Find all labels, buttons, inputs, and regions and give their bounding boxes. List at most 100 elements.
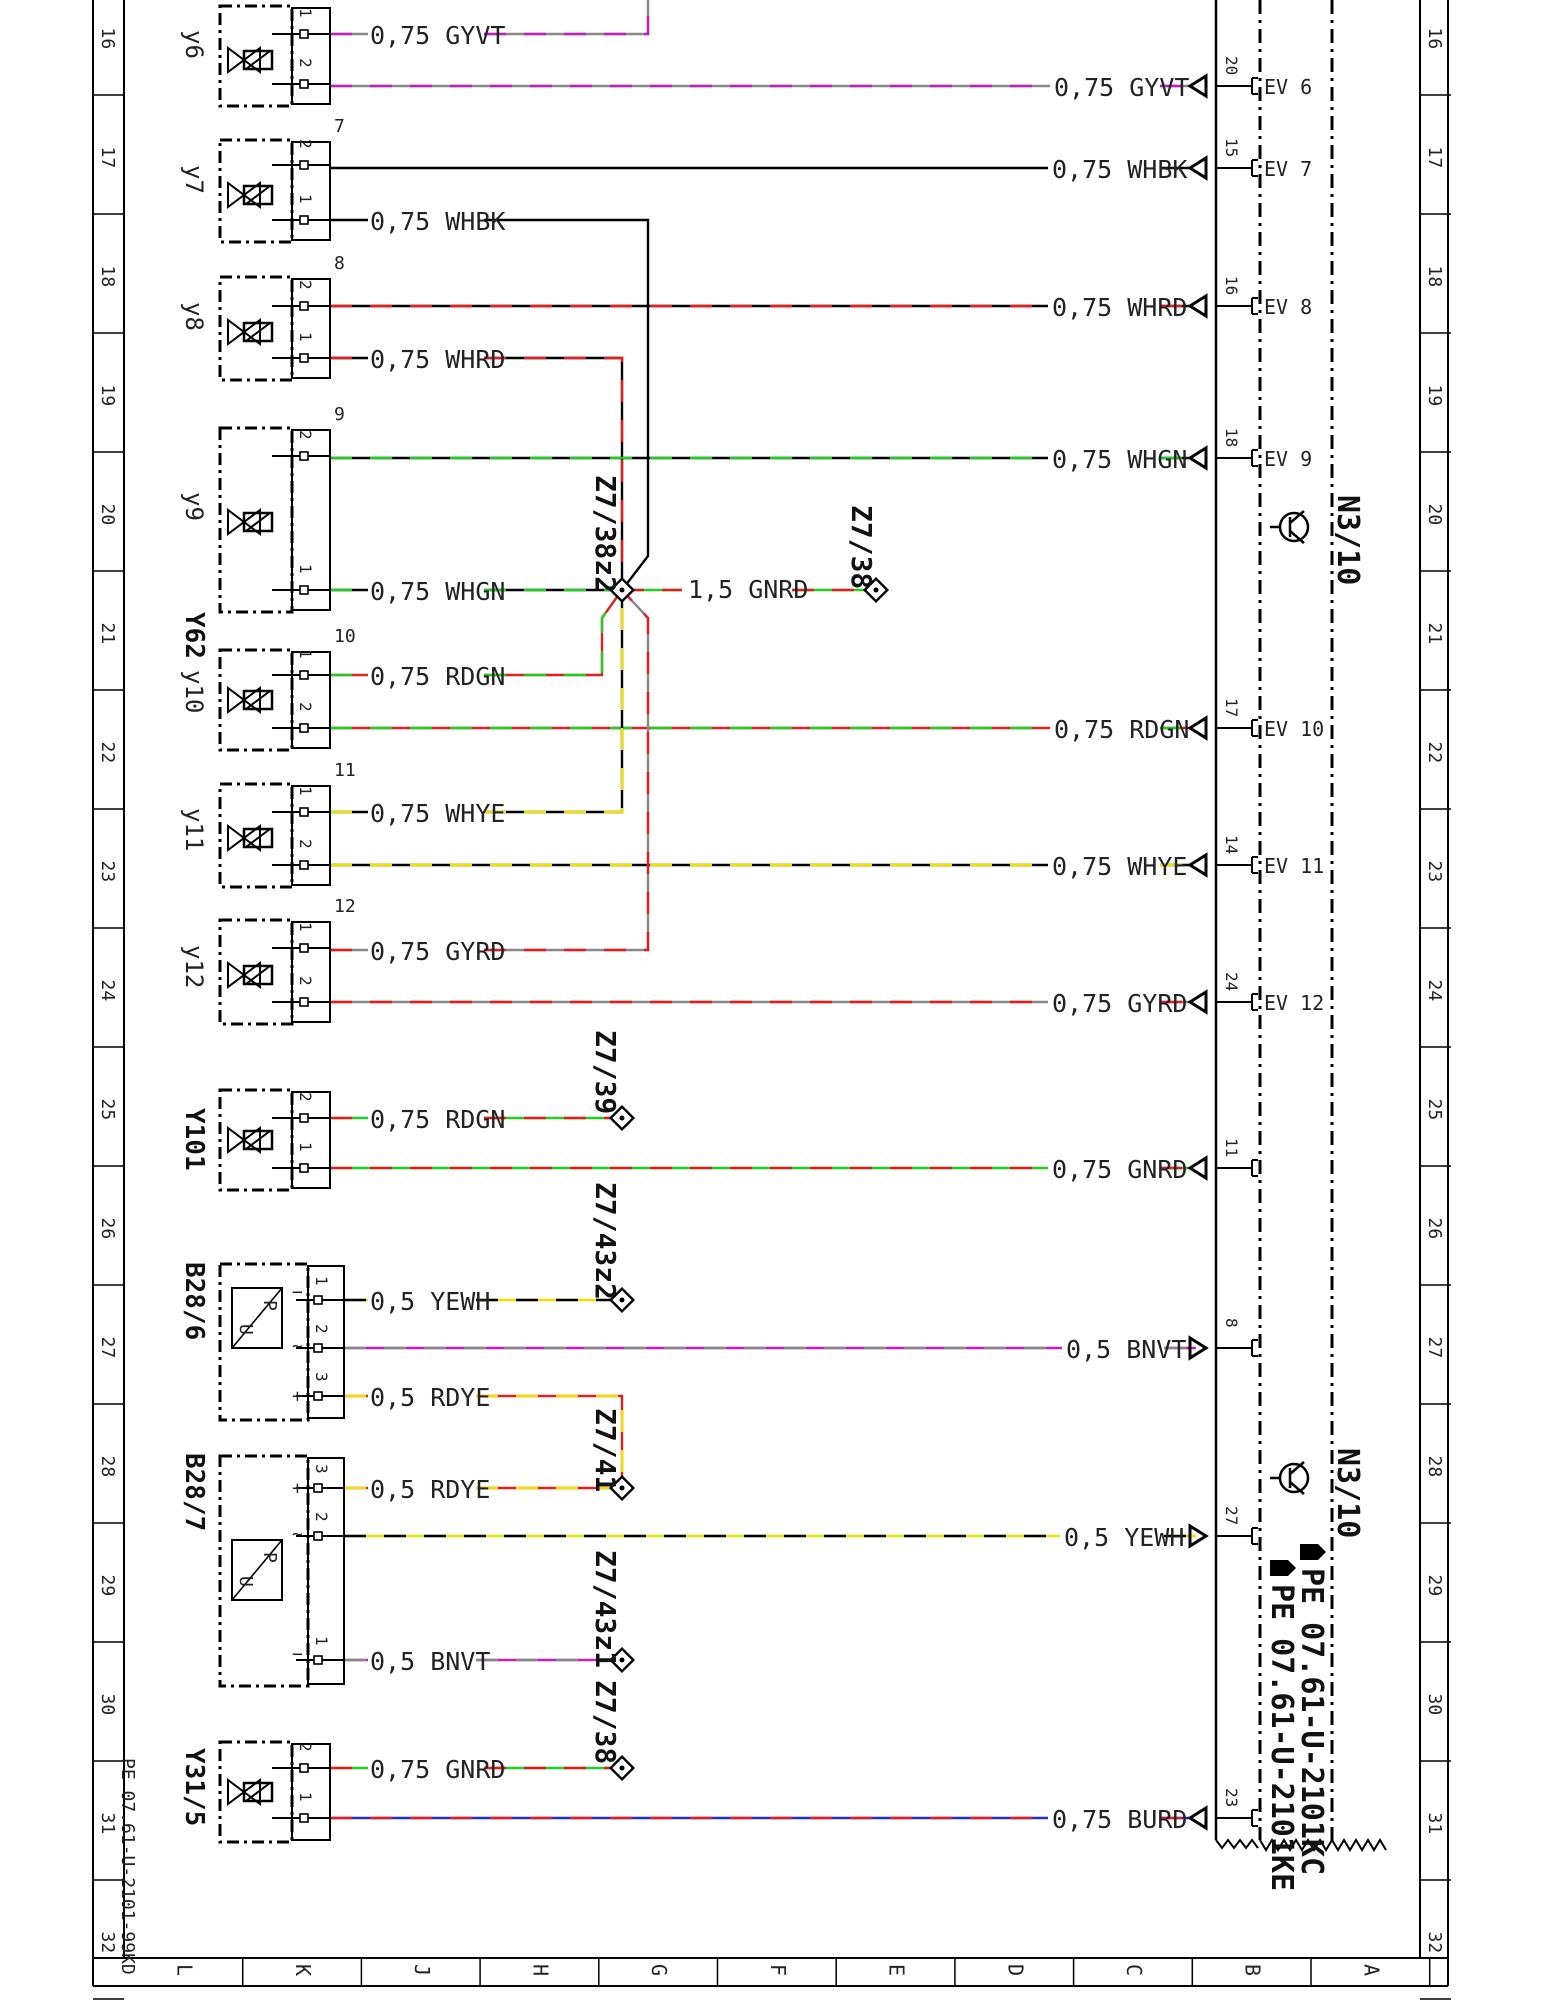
sensor-symbol: P bbox=[259, 1552, 280, 1563]
pin-terminal bbox=[299, 860, 309, 870]
row-number: 32 bbox=[1424, 1932, 1445, 1954]
connector-arrow-icon bbox=[1188, 446, 1208, 470]
component-outline bbox=[218, 1740, 294, 1844]
connector-housing bbox=[291, 651, 331, 749]
connector-housing bbox=[291, 141, 331, 241]
wire-label: 0,5 RDYE bbox=[370, 1475, 490, 1504]
polarity-sign: − bbox=[292, 1282, 303, 1303]
column-letter: L bbox=[172, 1964, 196, 1976]
pin-terminal bbox=[313, 1483, 323, 1493]
column-letter: F bbox=[766, 1964, 790, 1976]
pin-number: 2 bbox=[296, 976, 315, 986]
solenoid-valve-icon bbox=[226, 46, 274, 74]
valve-label: y10 bbox=[180, 670, 208, 713]
wire-label: 0,75 WHYE bbox=[370, 799, 505, 828]
pin-terminal bbox=[313, 1391, 323, 1401]
valve-label: y6 bbox=[180, 30, 208, 59]
solenoid-valve-icon bbox=[226, 181, 274, 209]
row-number: 27 bbox=[97, 1337, 118, 1359]
pin-terminal bbox=[299, 301, 309, 311]
pin-number: 2 bbox=[296, 1742, 315, 1752]
row-number: 30 bbox=[1424, 1694, 1445, 1716]
component-outline bbox=[218, 782, 294, 889]
pin-number: 2 bbox=[296, 139, 315, 149]
row-number: 23 bbox=[97, 861, 118, 883]
solenoid-valve-icon bbox=[226, 1778, 274, 1806]
pin-number: 24 bbox=[1222, 972, 1241, 991]
connector-housing bbox=[291, 1091, 331, 1189]
wire bbox=[484, 218, 650, 591]
pin-terminal bbox=[299, 160, 309, 170]
pin-terminal bbox=[299, 807, 309, 817]
component-outline bbox=[218, 138, 294, 244]
wire-label: 0,75 WHRD bbox=[1052, 293, 1187, 322]
junction-label: Z7/39 bbox=[589, 1030, 622, 1114]
junction-label: Z7/43z2 bbox=[589, 1182, 622, 1300]
connector-housing bbox=[291, 921, 331, 1023]
wire-label: 0,5 BNVT bbox=[370, 1647, 490, 1676]
pin-number: 8 bbox=[1222, 1318, 1241, 1328]
component-outline bbox=[218, 4, 294, 108]
row-number: 31 bbox=[97, 1813, 118, 1835]
pin-terminal bbox=[299, 997, 309, 1007]
polarity-sign: + bbox=[292, 1478, 303, 1499]
valve-label: y11 bbox=[180, 808, 208, 851]
pin-number: 1 bbox=[296, 1142, 315, 1152]
pin-number: 2 bbox=[296, 280, 315, 290]
pin-number: 18 bbox=[1222, 428, 1241, 447]
reference-label: PE 07.61-U-2101KC bbox=[1294, 1568, 1329, 1875]
solenoid-valve-icon bbox=[226, 686, 274, 714]
pin-terminal bbox=[313, 1343, 323, 1353]
wire-label: 0,75 GNRD bbox=[1052, 1155, 1187, 1184]
component-outline bbox=[218, 918, 294, 1026]
connector-arrow-icon bbox=[1188, 716, 1208, 740]
connector-arrow-icon bbox=[1188, 294, 1208, 318]
pin-number: 3 bbox=[312, 1372, 331, 1382]
component-label: B28/6 bbox=[179, 1262, 209, 1340]
pin-terminal bbox=[299, 215, 309, 225]
row-number: 24 bbox=[1424, 980, 1445, 1002]
pin-number: 1 bbox=[296, 786, 315, 796]
wire-label: 0,75 WHBK bbox=[370, 207, 505, 236]
ecu-channel-label: EV 7 bbox=[1264, 157, 1312, 181]
wire-label: 0,75 WHYE bbox=[1052, 852, 1187, 881]
row-number: 28 bbox=[97, 1456, 118, 1478]
wire-label: 0,75 WHBK bbox=[1052, 155, 1187, 184]
row-number: 28 bbox=[1424, 1456, 1445, 1478]
reference-label: PE 07.61-U-2101KE bbox=[1264, 1584, 1299, 1891]
pin-number: 1 bbox=[296, 1792, 315, 1802]
ecu-channel-label: EV 10 bbox=[1264, 717, 1324, 741]
row-number: 20 bbox=[97, 504, 118, 526]
pin-number: 1 bbox=[296, 564, 315, 574]
pressure-sensor-icon bbox=[231, 1539, 283, 1601]
pressure-sensor-icon bbox=[231, 1287, 283, 1349]
solenoid-valve-icon bbox=[226, 508, 274, 536]
ecu-channel-label: EV 12 bbox=[1264, 991, 1324, 1015]
sensor-symbol: U bbox=[235, 1576, 256, 1587]
pin-number: 2 bbox=[296, 1092, 315, 1102]
wire-label: 1,5 GNRD bbox=[688, 575, 808, 604]
valve-sequence-number: 10 bbox=[334, 626, 356, 647]
column-letter: A bbox=[1359, 1964, 1383, 1976]
solenoid-valve-icon bbox=[226, 318, 274, 346]
row-number: 18 bbox=[97, 266, 118, 288]
module-symbol-icon bbox=[1270, 1461, 1310, 1495]
row-number: 21 bbox=[97, 623, 118, 645]
pin-terminal bbox=[299, 1163, 309, 1173]
connector-housing bbox=[291, 7, 331, 105]
component-label: Y31/5 bbox=[179, 1748, 209, 1826]
valve-label: y8 bbox=[180, 302, 208, 331]
wire-stripe bbox=[484, 589, 650, 952]
row-number: 17 bbox=[97, 147, 118, 169]
pin-number: 1 bbox=[296, 332, 315, 342]
connector-arrow-icon bbox=[1188, 74, 1208, 98]
wire-stripe bbox=[484, 0, 650, 36]
pin-number: 27 bbox=[1222, 1506, 1241, 1525]
component-outline bbox=[218, 1088, 294, 1192]
ecu-channel-label: EV 9 bbox=[1264, 447, 1312, 471]
row-number: 29 bbox=[1424, 1575, 1445, 1597]
module-label: N3/10 bbox=[1330, 495, 1365, 585]
row-number: 18 bbox=[1424, 266, 1445, 288]
wire-stripe bbox=[484, 589, 623, 677]
